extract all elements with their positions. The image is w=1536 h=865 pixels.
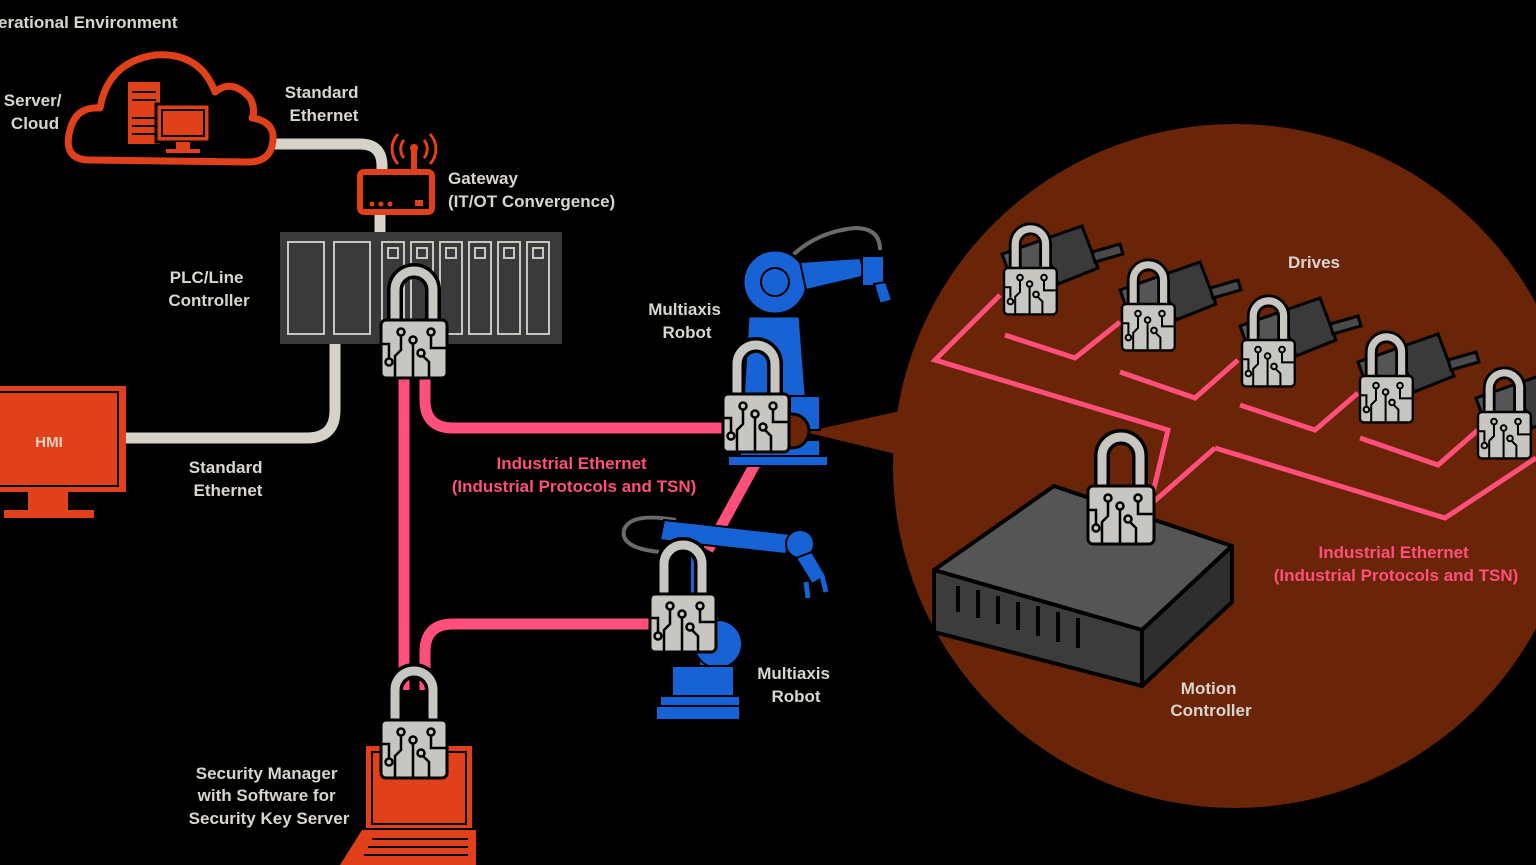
gateway-label: Gateway (IT/OT Convergence) [448, 169, 615, 211]
padlock-icon [381, 671, 447, 778]
router-icon [357, 132, 438, 215]
industrial-ethernet-center-label: Industrial Ethernet (Industrial Protocol… [452, 454, 697, 496]
motion-controller-label: Motion Controller [1170, 679, 1252, 720]
standard-ethernet-bottom-label: Standard Ethernet [189, 458, 267, 500]
standard-ethernet-top-label: Standard Ethernet [285, 83, 363, 125]
motion-controller-icon [932, 484, 1234, 688]
server-cloud-label: Server/ Cloud [4, 91, 66, 133]
plc-label: PLC/Line Controller [168, 268, 250, 310]
padlock-icon [650, 545, 716, 652]
hmi-label: HMI [35, 434, 63, 451]
industrial-ethernet-right-label: Industrial Ethernet (Industrial Protocol… [1274, 543, 1519, 585]
industrial-ethernet-lines [398, 372, 765, 690]
multiaxis-robot-top-label: Multiaxis Robot [648, 300, 725, 342]
drives-label: Drives [1288, 253, 1340, 272]
security-manager-label: Security Manager with Software for Secur… [189, 764, 350, 828]
monitor-icon [0, 386, 126, 518]
cloud-server-icon [64, 51, 277, 166]
drive-network-lines [930, 293, 1536, 521]
environment-label: erational Environment [0, 13, 178, 32]
multiaxis-robot-bottom-label: Multiaxis Robot [757, 664, 834, 706]
